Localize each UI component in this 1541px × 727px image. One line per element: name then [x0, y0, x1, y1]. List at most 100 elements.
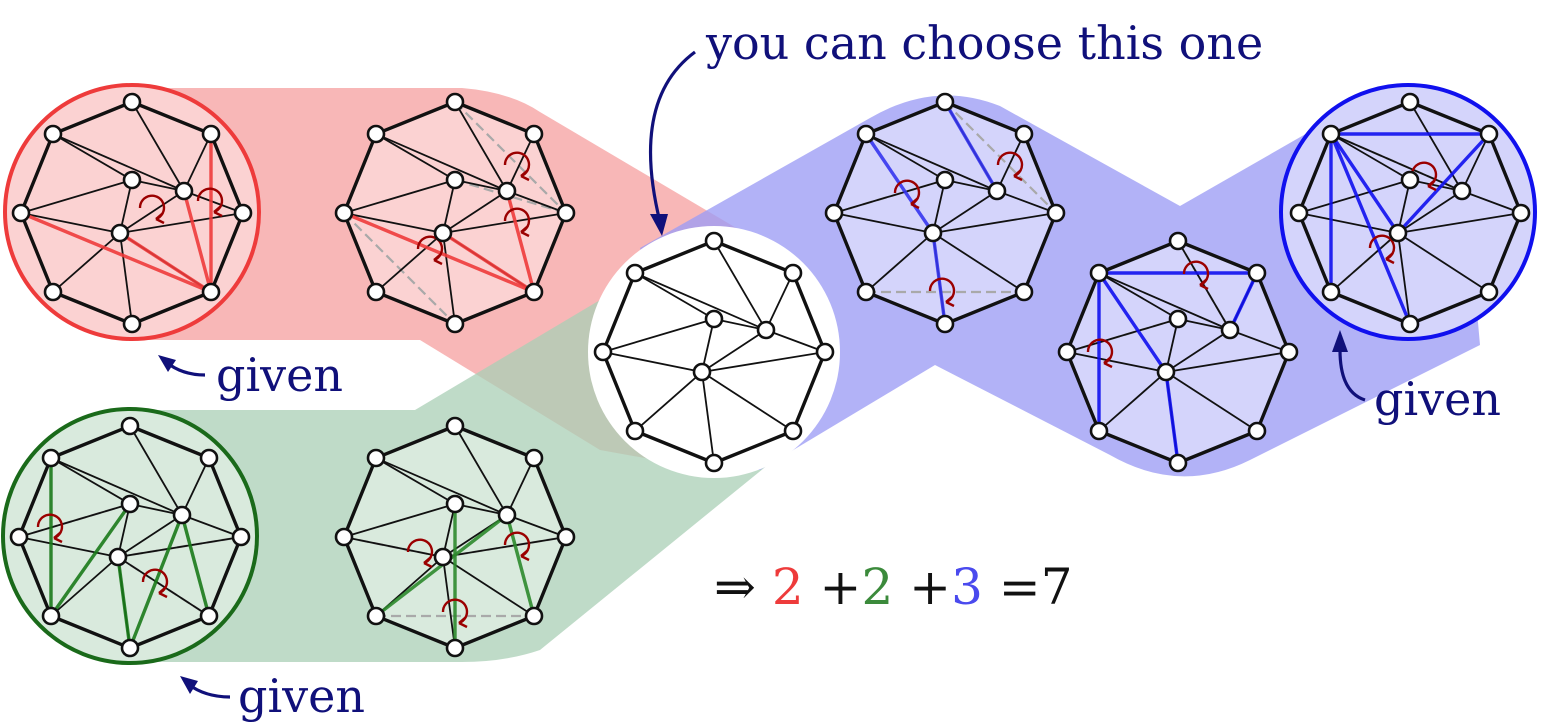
graph-edge: [50, 556, 119, 617]
graph-edge: [454, 101, 508, 192]
graph-vertex: [1511, 203, 1531, 223]
graph-edge: [119, 212, 244, 234]
graph-face: [21, 102, 243, 324]
given-blue-graph: [1289, 92, 1531, 334]
graph-edge: [1098, 371, 1167, 432]
graph-edge: [117, 536, 242, 558]
graph-vertex: [1400, 92, 1420, 112]
graph-edge: [375, 133, 456, 181]
graph-vertex: [497, 181, 517, 201]
graph-edge: [375, 232, 444, 293]
graph-vertex: [824, 203, 844, 223]
graph-edge: [442, 212, 567, 234]
graph-edge: [701, 371, 794, 432]
graph-edge: [442, 536, 567, 558]
graph-face: [603, 241, 825, 463]
rotation-arrowhead: [458, 616, 468, 629]
graph-vertex: [433, 223, 453, 243]
graph-vertex: [1089, 421, 1109, 441]
graph-vertex: [174, 181, 194, 201]
implies-symbol: ⇒: [714, 558, 756, 616]
graph-vertex: [1479, 124, 1499, 144]
graph-edge: [117, 556, 210, 617]
flipped-edge: [182, 190, 213, 293]
graph-edge: [375, 133, 508, 192]
graph-vertex: [923, 223, 943, 243]
rotation-arrowhead: [1013, 169, 1023, 182]
graph-vertex: [199, 448, 219, 468]
graph-vertex: [41, 448, 61, 468]
graph-edge: [1098, 272, 1179, 320]
graph-vertex: [1014, 282, 1034, 302]
graph-vertex: [366, 606, 386, 626]
graph-vertex: [445, 494, 465, 514]
graph-vertex: [1321, 124, 1341, 144]
graph-vertex: [935, 170, 955, 190]
graph-edge: [442, 556, 535, 617]
given-red-graph: [11, 92, 253, 334]
flip-count-equation: ⇒ 2 +2 +3 =7: [714, 562, 1073, 612]
graph-edge: [1165, 351, 1290, 373]
given-label-red: given: [216, 348, 343, 402]
graph-edge: [50, 457, 183, 516]
graph-edge: [602, 318, 715, 353]
graph-vertex: [199, 606, 219, 626]
graph-edge: [1397, 212, 1522, 234]
graph-vertex: [625, 263, 645, 283]
chosen-graph: [593, 231, 835, 473]
graph-edge: [713, 240, 767, 331]
graph-edge: [602, 351, 703, 373]
choose-arrow: [649, 50, 696, 223]
rotation-arrowhead: [520, 549, 530, 562]
flipped-edge: [116, 556, 132, 649]
graph-vertex: [1046, 203, 1066, 223]
removed-edge: [343, 212, 456, 325]
graph-edge: [1397, 190, 1463, 234]
flipped-edge: [1097, 272, 1168, 373]
graph-edge: [1397, 232, 1411, 325]
graph-edge: [865, 133, 946, 181]
graph-vertex: [1400, 170, 1420, 190]
graph-vertex: [756, 320, 776, 340]
graph-edge: [1066, 318, 1179, 353]
graph-vertex: [1388, 223, 1408, 243]
graph-vertex: [433, 547, 453, 567]
graph-vertex: [43, 124, 63, 144]
graph-edge: [634, 371, 703, 432]
rotation-arrowhead: [158, 586, 168, 599]
green-term: 2: [861, 558, 894, 616]
graph-vertex: [120, 638, 140, 658]
graph-vertex: [987, 181, 1007, 201]
flipped-edge: [1329, 133, 1412, 325]
graph-edge: [18, 536, 119, 558]
graph-edge: [833, 212, 934, 234]
graph-vertex: [1089, 263, 1109, 283]
graph-vertex: [120, 416, 140, 436]
graph-edge: [1177, 240, 1231, 331]
graph-vertex: [704, 453, 724, 473]
graph-edge: [765, 272, 794, 331]
graph-vertex: [201, 282, 221, 302]
graph-edge: [1298, 212, 1399, 234]
graph-vertex: [1452, 181, 1472, 201]
graph-vertex: [1156, 362, 1176, 382]
graph-edge: [1330, 133, 1463, 192]
graph-vertex: [11, 203, 31, 223]
graph-edge: [1397, 232, 1490, 293]
flipped-edge: [20, 211, 212, 294]
graph-vertex: [445, 92, 465, 112]
graph-edge: [343, 212, 444, 234]
graph-vertex: [233, 203, 253, 223]
graph-vertex: [122, 170, 142, 190]
graph-vertex: [524, 606, 544, 626]
rotation-arrowhead: [520, 169, 530, 182]
graph-vertex: [783, 263, 803, 283]
graph-vertex: [556, 203, 576, 223]
graph-vertex: [445, 638, 465, 658]
graph-edge: [442, 190, 508, 234]
graph-edge: [454, 425, 508, 516]
rotation-arrowhead: [433, 253, 443, 266]
equals-sign: =: [998, 558, 1041, 616]
given-green-arrow-head: [180, 676, 198, 694]
